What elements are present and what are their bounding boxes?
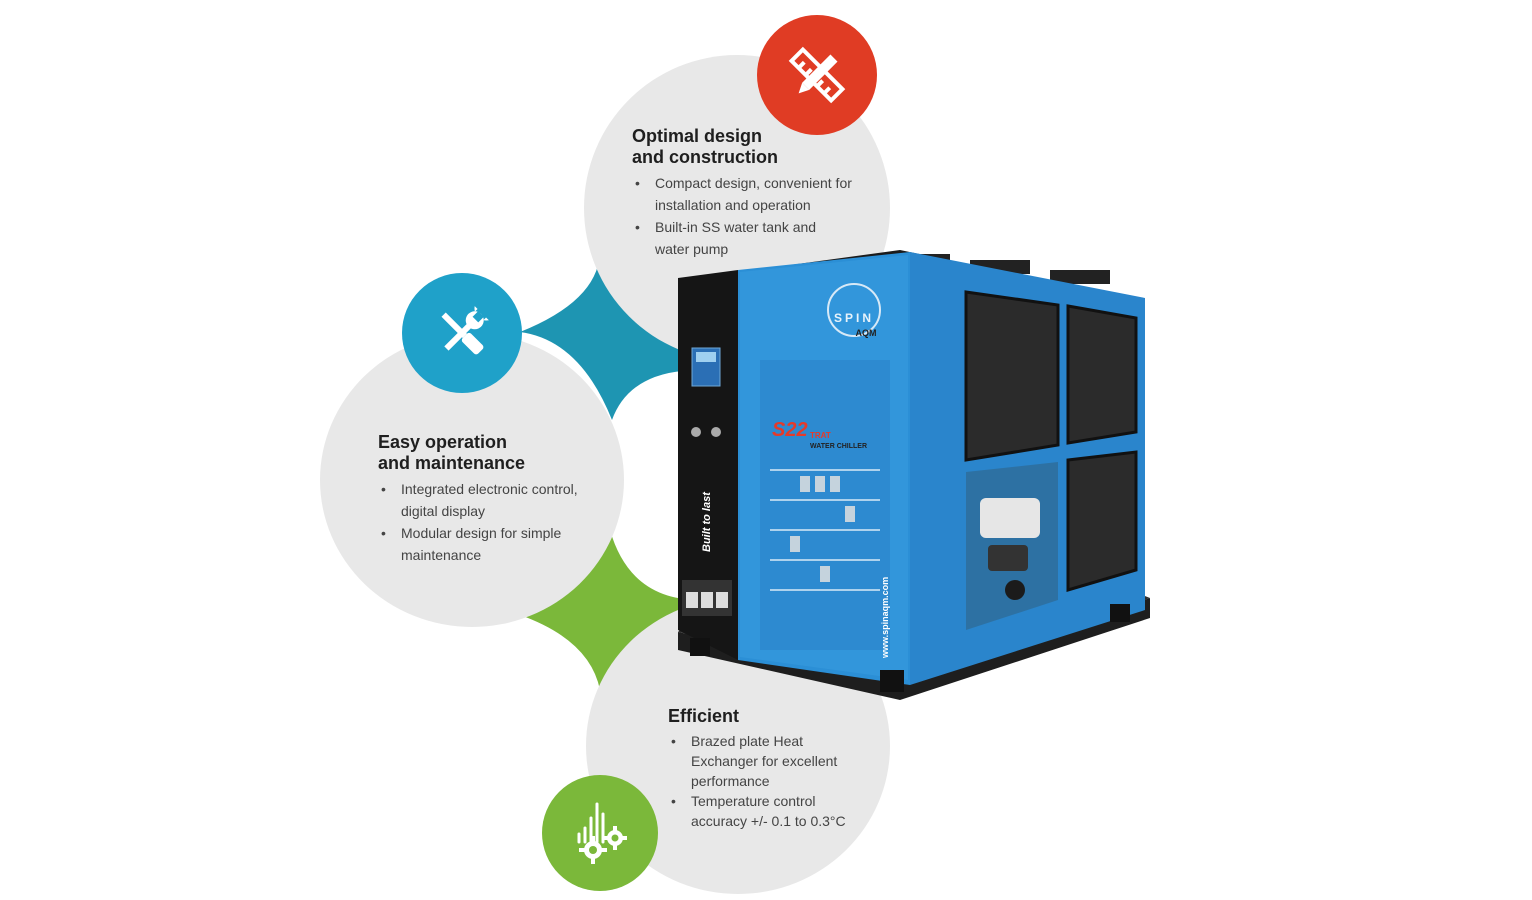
operation-icon-circle [402,273,522,393]
model-suffix: TRAT [810,431,831,440]
water-chiller-image: SPIN AQM S22 TRAT WATER CHILLER Built to… [678,250,1150,700]
design-icon-circle [757,15,877,135]
design-title-line2: and construction [632,147,779,167]
efficient-bullets: Brazed plate Heat Exchanger for excellen… [668,731,868,831]
model-type: WATER CHILLER [810,443,867,450]
gears-chart-icon [577,802,627,864]
brand-logo-mark [827,283,881,337]
operation-bullets: Integrated electronic control, digital d… [378,478,583,566]
website: www.spinaqm.com [880,577,890,659]
brand-line2: AQM [856,328,877,338]
model-number: S22 [772,419,808,441]
wrench-screwdriver-icon [441,306,489,355]
design-title-line1: Optimal design [632,126,763,146]
feature-efficient: Efficient Brazed plate Heat Exchanger fo… [668,706,868,831]
design-bullet: Built-in SS water tank and water pump [632,216,852,260]
operation-title-line2: and maintenance [378,453,526,473]
operation-title: Easy operation and maintenance [378,432,583,474]
design-bullet: Compact design, convenient for installat… [632,172,852,216]
brand-line1: SPIN [834,311,874,325]
efficient-icon-circle [542,775,658,891]
teal-connector [520,250,700,420]
slogan: Built to last [701,491,713,552]
feature-design: Optimal design and construction Compact … [632,126,852,260]
operation-bullet: Integrated electronic control, digital d… [378,478,583,522]
operation-title-line1: Easy operation [378,432,508,452]
feature-operation: Easy operation and maintenance Integrate… [378,432,583,566]
efficient-bullet: Temperature control accuracy +/- 0.1 to … [668,791,868,831]
design-title: Optimal design and construction [632,126,852,168]
design-bullets: Compact design, convenient for installat… [632,172,852,260]
ruler-pencil-icon [788,46,846,104]
efficient-bullet: Brazed plate Heat Exchanger for excellen… [668,731,868,791]
efficient-title: Efficient [668,706,740,726]
operation-bullet: Modular design for simple maintenance [378,522,583,566]
